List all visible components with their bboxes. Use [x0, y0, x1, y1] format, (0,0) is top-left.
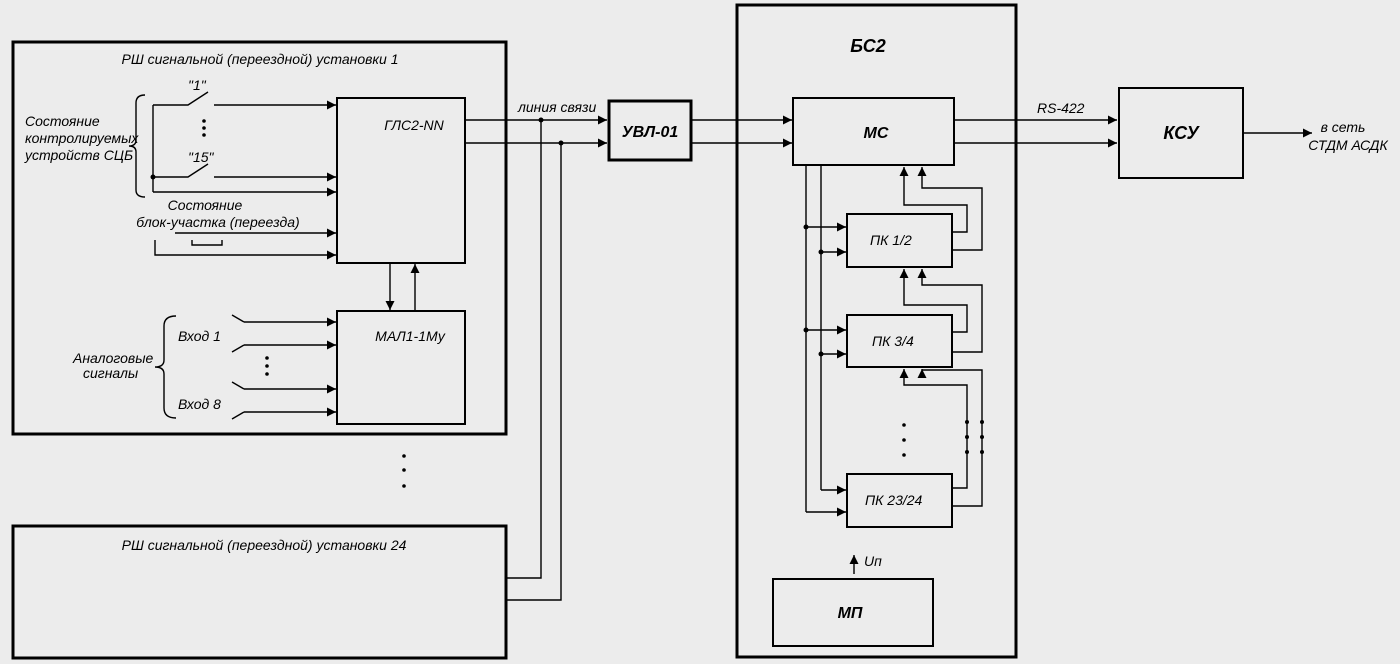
pk-1-2-block — [846, 213, 953, 268]
mal1-1my-label: МАЛ1-1Му — [375, 328, 446, 344]
ms-pk-bus — [803, 165, 846, 517]
switch-first-label: "1" — [188, 77, 207, 93]
switch-inputs: "1" "15" — [150, 77, 336, 197]
pk-3-4-block — [846, 314, 953, 368]
power-label: Uп — [864, 553, 882, 569]
network-label: в сеть СТДМ АСДК — [1308, 119, 1388, 153]
ms-label: МС — [864, 125, 889, 142]
svg-text:Аналоговые: Аналоговые — [72, 350, 153, 366]
input-first-label: Вход 1 — [178, 328, 221, 344]
gls2-nn-block — [336, 97, 466, 264]
svg-text:в сеть: в сеть — [1321, 119, 1366, 135]
svg-text:Состояние: Состояние — [25, 113, 100, 129]
switch-last-label: "15" — [188, 149, 215, 165]
bs2-title: БС2 — [850, 36, 886, 56]
bs2-frame — [735, 3, 1018, 659]
svg-text:Состояние: Состояние — [168, 197, 243, 213]
svg-text:сигналы: сигналы — [83, 365, 139, 381]
gls2-nn-label: ГЛС2-NN — [384, 117, 444, 133]
communication-line: линия связи — [465, 99, 607, 601]
svg-text:устройств СЦБ: устройств СЦБ — [24, 147, 133, 163]
rs422-label: RS-422 — [1037, 100, 1085, 116]
svg-text:контролируемых: контролируемых — [25, 130, 139, 146]
mal1-1my-block — [336, 310, 466, 425]
rsh24-title: РШ сигнальной (переездной) установки 24 — [122, 537, 407, 553]
pk-1-2-label: ПК 1/2 — [870, 232, 912, 248]
rsh1-frame — [11, 40, 508, 436]
block-section-input: Состояние блок-участка (переезда) — [136, 197, 336, 260]
pk-23-24-block — [846, 473, 953, 528]
mp-label: МП — [838, 605, 863, 622]
svg-text:блок-участка (переезда): блок-участка (переезда) — [136, 214, 299, 230]
rs422-link: RS-422 — [954, 100, 1117, 148]
state-label: Состояние контролируемых устройств СЦБ — [24, 113, 139, 163]
rsh1-title: РШ сигнальной (переездной) установки 1 — [122, 51, 399, 67]
input-last-label: Вход 8 — [178, 396, 221, 412]
state-brace — [128, 94, 146, 198]
line-label: линия связи — [517, 99, 597, 115]
uvl-01-block — [607, 99, 693, 162]
ksu-label: КСУ — [1163, 123, 1200, 143]
rsh24-frame — [11, 524, 508, 660]
svg-text:СТДМ АСДК: СТДМ АСДК — [1308, 137, 1388, 153]
uvl-01-label: УВЛ-01 — [622, 124, 679, 141]
pk-23-24-label: ПК 23/24 — [865, 492, 923, 508]
pk-return-lines — [899, 167, 983, 507]
pk-ellipsis — [902, 420, 984, 457]
cabinet-ellipsis — [402, 454, 406, 488]
pk-3-4-label: ПК 3/4 — [872, 333, 914, 349]
analog-inputs: Аналоговые сигналы Вход 1 Вход 8 — [72, 314, 336, 420]
mp-block — [772, 578, 934, 647]
ms-block — [792, 97, 955, 166]
